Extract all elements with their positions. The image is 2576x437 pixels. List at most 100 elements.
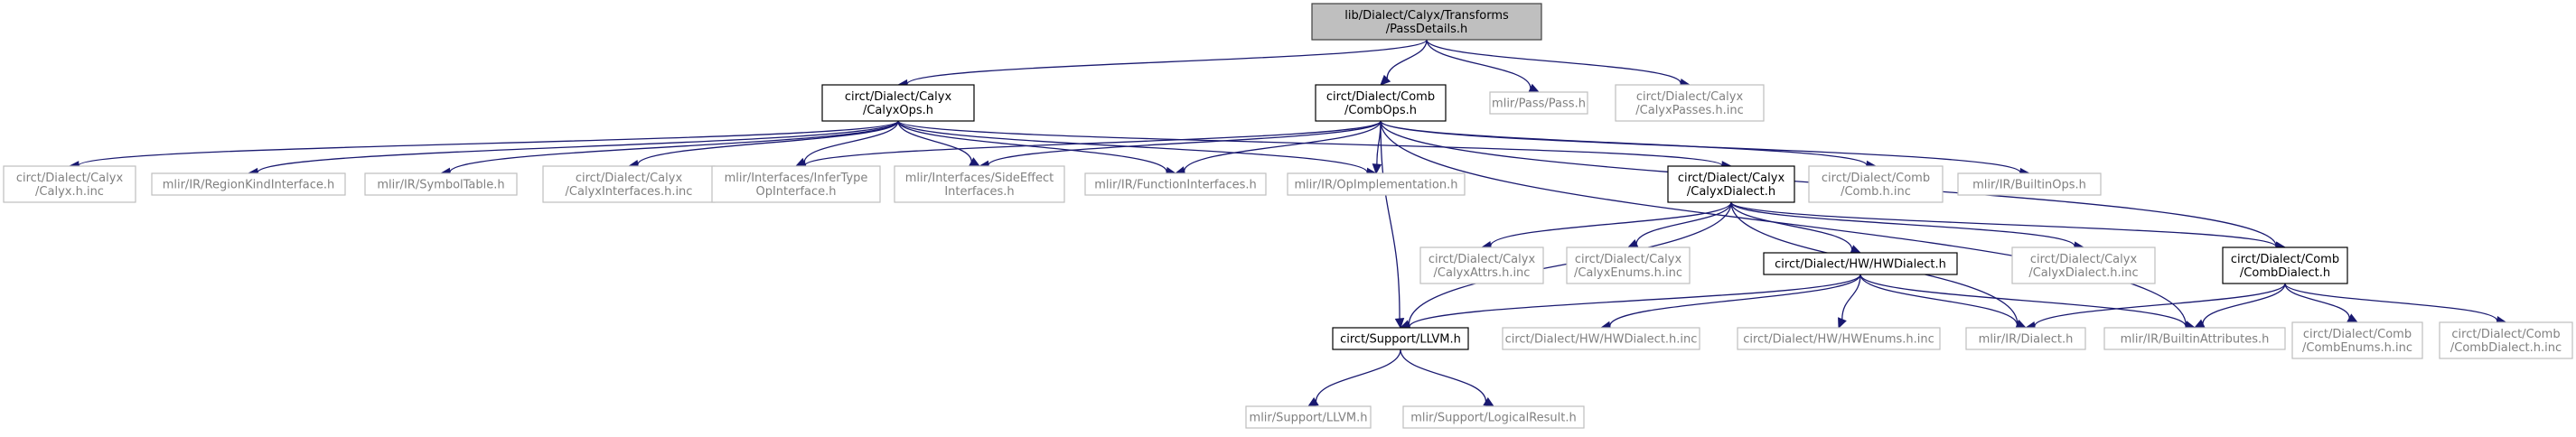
node-mlirsupport: mlir/Support/LLVM.h — [1245, 405, 1372, 429]
node-label-line: mlir/IR/SymbolTable.h — [377, 179, 504, 192]
arrowhead — [1394, 318, 1405, 330]
node-box — [364, 172, 518, 196]
node-box — [1315, 84, 1447, 122]
node-label-line: mlir/Interfaces/InferType — [725, 172, 868, 185]
node-box — [1245, 405, 1372, 429]
node-calyxattrs: circt/Dialect/Calyx/CalyxAttrs.h.inc — [1419, 246, 1544, 284]
node-label-line: /CombOps.h — [1344, 104, 1417, 117]
node-label-line: /PassDetails.h — [1386, 23, 1468, 36]
node-box — [2011, 246, 2156, 284]
edge-root-to-calyxops — [896, 39, 1428, 89]
node-label-line: mlir/IR/FunctionInterfaces.h — [1094, 179, 1257, 192]
node-combdialectinc: circt/Dialect/Comb/CombDialect.h.inc — [2439, 321, 2573, 359]
edge-layer — [68, 39, 2507, 407]
arrowhead — [1380, 74, 1391, 86]
node-passh: mlir/Pass/Pass.h — [1489, 91, 1588, 115]
node-label-line: /CombDialect.h.inc — [2450, 341, 2562, 355]
edge-support-to-logicalresult — [1400, 349, 1495, 407]
node-box — [1808, 165, 1944, 203]
node-calyxdialect[interactable]: circt/Dialect/Calyx/CalyxDialect.h — [1667, 165, 1795, 203]
edge-combdialect-to-irdialect — [2024, 283, 2286, 331]
node-label-line: circt/Dialect/Calyx — [1678, 172, 1785, 185]
node-label-line: mlir/IR/BuiltinAttributes.h — [2121, 333, 2270, 347]
node-label-line: mlir/IR/BuiltinOps.h — [1972, 179, 2086, 192]
node-label-line: Interfaces.h — [944, 185, 1014, 199]
node-label-line: /CalyxOps.h — [863, 104, 933, 117]
node-label-line: mlir/Pass/Pass.h — [1492, 98, 1586, 111]
node-box — [1084, 172, 1267, 196]
edge-support-to-mlirsupport — [1307, 349, 1401, 407]
node-label-line: /CalyxInterfaces.h.inc — [566, 185, 693, 199]
node-label-line: mlir/IR/Dialect.h — [1979, 333, 2074, 347]
edge-combdialect-to-combdialectinc — [2284, 283, 2507, 326]
node-label-line: circt/Dialect/HW/HWDialect.h.inc — [1505, 333, 1698, 347]
node-hwdialect[interactable]: circt/Dialect/HW/HWDialect.h — [1763, 252, 1958, 275]
edge-calyxdialect-to-calyxattrs — [1480, 201, 1732, 251]
node-box — [1332, 327, 1469, 350]
node-box — [1489, 91, 1588, 115]
node-calyxhinc: circt/Dialect/Calyx/Calyx.h.inc — [3, 165, 136, 203]
node-calyxdialectinc: circt/Dialect/Calyx/CalyxDialect.h.inc — [2011, 246, 2156, 284]
node-label-line: circt/Dialect/Comb — [1822, 172, 1930, 185]
node-label-line: OpInterface.h — [755, 185, 836, 199]
edge-calyxops-to-calyxinterfaces — [627, 120, 899, 170]
node-layer: lib/Dialect/Calyx/Transforms/PassDetails… — [3, 3, 2573, 429]
node-label-line: mlir/Support/LLVM.h — [1250, 412, 1368, 425]
node-label-line: /CombDialect.h — [2240, 266, 2330, 280]
arrowhead — [1307, 396, 1319, 407]
node-box — [1965, 327, 2086, 350]
node-label-line: circt/Dialect/Calyx — [576, 172, 683, 185]
node-symboltable: mlir/IR/SymbolTable.h — [364, 172, 518, 196]
node-label-line: circt/Dialect/Calyx — [1429, 253, 1536, 266]
node-label-line: mlir/IR/RegionKindInterface.h — [163, 179, 335, 192]
node-label-line: /Comb.h.inc — [1841, 185, 1911, 199]
node-funcinterfaces: mlir/IR/FunctionInterfaces.h — [1084, 172, 1267, 196]
node-label-line: lib/Dialect/Calyx/Transforms — [1344, 9, 1509, 23]
node-label-line: /CalyxEnums.h.inc — [1574, 266, 1682, 280]
node-root[interactable]: lib/Dialect/Calyx/Transforms/PassDetails… — [1311, 3, 1542, 41]
node-label-line: /CalyxDialect.h.inc — [2028, 266, 2138, 280]
node-support[interactable]: circt/Support/LLVM.h — [1332, 327, 1469, 350]
node-box — [2222, 246, 2348, 284]
edge-combops-to-combhinc — [1380, 120, 1878, 171]
node-regionkind: mlir/IR/RegionKindInterface.h — [151, 172, 346, 196]
node-box — [3, 165, 136, 203]
node-calyxpasses: circt/Dialect/Calyx/CalyxPasses.h.inc — [1615, 84, 1765, 122]
node-box — [1287, 172, 1466, 196]
node-label-line: /CalyxAttrs.h.inc — [1434, 266, 1531, 280]
node-combdialect[interactable]: circt/Dialect/Comb/CombDialect.h — [2222, 246, 2348, 284]
node-builtinops: mlir/IR/BuiltinOps.h — [1957, 172, 2102, 196]
node-label-line: /Calyx.h.inc — [35, 185, 104, 199]
node-box — [1402, 405, 1585, 429]
node-combops[interactable]: circt/Dialect/Comb/CombOps.h — [1315, 84, 1447, 122]
node-label-line: mlir/Interfaces/SideEffect — [905, 172, 1054, 185]
node-box — [1419, 246, 1544, 284]
node-label-line: circt/Dialect/Calyx — [1575, 253, 1682, 266]
edge-combdialect-to-combenums — [2284, 283, 2359, 323]
node-box — [711, 165, 881, 203]
node-hwenums: circt/Dialect/HW/HWEnums.h.inc — [1737, 327, 1941, 350]
node-calyxenums: circt/Dialect/Calyx/CalyxEnums.h.inc — [1566, 246, 1691, 284]
node-combenums: circt/Dialect/Comb/CombEnums.h.inc — [2291, 321, 2423, 359]
node-hwdialectinc: circt/Dialect/HW/HWDialect.h.inc — [1502, 327, 1700, 350]
edge-calyxdialect-to-hwdialect — [1730, 201, 1862, 255]
edge-calyxdialect-to-calyxdialectinc — [1730, 201, 2085, 251]
edge-combops-to-support — [1380, 120, 1405, 330]
edge-calyxdialect-to-combdialect — [1730, 201, 2287, 252]
node-box — [2439, 321, 2573, 359]
node-calyxops[interactable]: circt/Dialect/Calyx/CalyxOps.h — [821, 84, 975, 122]
node-box — [151, 172, 346, 196]
node-label-line: mlir/IR/OpImplementation.h — [1295, 179, 1458, 192]
node-irdialect: mlir/IR/Dialect.h — [1965, 327, 2086, 350]
node-label-line: circt/Dialect/Calyx — [2030, 253, 2138, 266]
node-label-line: circt/Dialect/Calyx — [845, 90, 952, 104]
node-label-line: circt/Dialect/Calyx — [1636, 90, 1744, 104]
node-combhinc: circt/Dialect/Comb/Comb.h.inc — [1808, 165, 1944, 203]
arrowhead — [1838, 317, 1847, 330]
node-builtinattrs: mlir/IR/BuiltinAttributes.h — [2103, 327, 2286, 350]
node-box — [894, 165, 1065, 203]
node-box — [1615, 84, 1765, 122]
node-box — [821, 84, 975, 122]
